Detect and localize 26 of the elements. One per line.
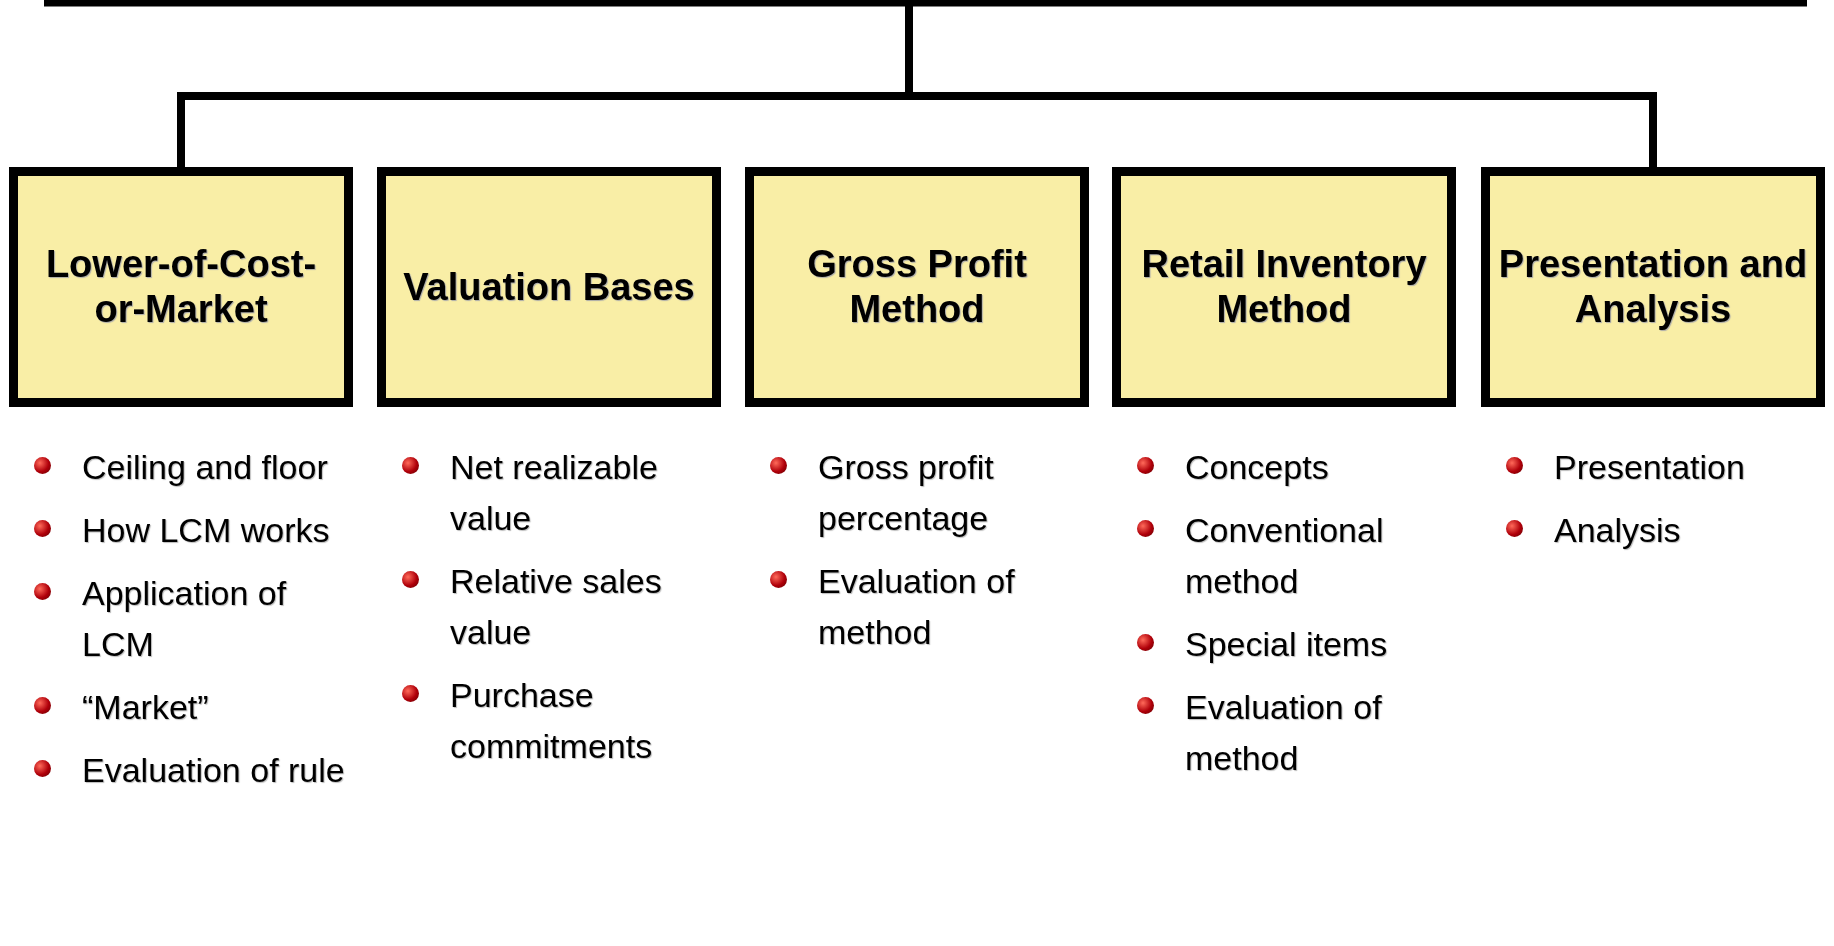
- topic-box: [1481, 167, 1825, 407]
- subtopic-text: Evaluation of method: [818, 561, 1016, 653]
- subtopic-text: Evaluation of rule: [82, 750, 346, 791]
- topic-title: Valuation Bases: [402, 264, 696, 310]
- subtopic-text: “Market”: [82, 687, 210, 728]
- topic-box: [1112, 167, 1456, 407]
- topic-title: Lower-of-Cost-or-Market: [44, 242, 318, 332]
- topic-box: [377, 167, 721, 407]
- subtopic-text: Conventional method: [1185, 510, 1385, 602]
- subtopic-text: Gross profit percentage: [818, 447, 995, 539]
- topic-title: Gross Profit Method: [806, 242, 1028, 332]
- topic-box: [745, 167, 1089, 407]
- subtopic-text: Application of LCM: [82, 573, 288, 665]
- subtopic-text: Presentation: [1554, 447, 1746, 488]
- subtopic-text: Purchase commitments: [450, 675, 654, 767]
- subtopic-text: Concepts: [1185, 447, 1330, 488]
- subtopic-text: Ceiling and floor: [82, 447, 329, 488]
- subtopic-text: Evaluation of method: [1185, 687, 1383, 779]
- topic-box: [9, 167, 353, 407]
- subtopic-text: Net realizable value: [450, 447, 659, 539]
- topic-title: Presentation and Analysis: [1497, 242, 1809, 332]
- topic-title: Retail Inventory Method: [1140, 242, 1428, 332]
- subtopic-text: How LCM works: [82, 510, 331, 551]
- subtopic-text: Analysis: [1554, 510, 1682, 551]
- subtopic-text: Relative sales value: [450, 561, 663, 653]
- subtopic-text: Special items: [1185, 624, 1389, 665]
